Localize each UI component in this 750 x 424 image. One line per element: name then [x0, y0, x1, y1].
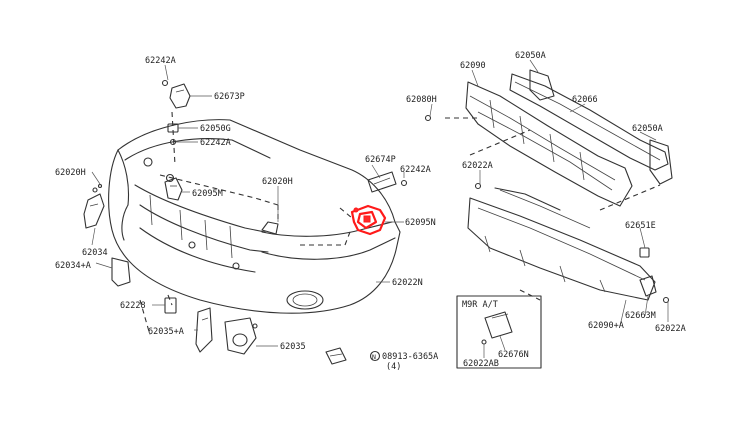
label-08913-qty: (4) [386, 362, 401, 372]
absorber-62090A [467, 187, 656, 301]
leader-lines [91, 59, 669, 358]
label-62050G: 62050G [200, 124, 231, 134]
label-62242A-right: 62242A [400, 165, 431, 175]
bracket-62095N-highlighted [350, 204, 387, 236]
label-62090: 62090 [460, 61, 486, 71]
clip-62663M [639, 275, 657, 297]
screw-62022A-lower [662, 296, 670, 304]
label-62022A-lower: 62022A [655, 324, 686, 334]
n-mark-text: N [372, 353, 376, 361]
label-62095M: 62095M [192, 189, 223, 199]
bracket-62035A [195, 307, 213, 353]
screw-62242A-mid [169, 138, 177, 146]
label-62676N: 62676N [498, 350, 529, 360]
front-bumper-fascia [108, 119, 401, 314]
label-62034: 62034 [82, 248, 108, 258]
label-62673P: 62673P [214, 92, 245, 102]
cover-62035 [224, 317, 258, 355]
label-62050A-right: 62050A [632, 124, 663, 134]
label-62090A: 62090+A [588, 321, 624, 331]
label-62651E: 62651E [625, 221, 656, 231]
label-m9r-at: M9R A/T [462, 300, 498, 310]
bracket-62095M [164, 177, 183, 201]
label-08913-6365A: 08913-6365A [382, 352, 438, 362]
cover-62034A [111, 257, 131, 287]
plate-62228 [164, 297, 177, 314]
label-62242A-mid: 62242A [200, 138, 231, 148]
label-62022A-upper: 62022A [462, 161, 493, 171]
label-62022AB: 62022AB [463, 359, 499, 369]
n-mark: N [369, 350, 381, 362]
label-62022N: 62022N [392, 278, 423, 288]
m9r-inset-box [456, 295, 542, 369]
label-62035A: 62035+A [148, 327, 184, 337]
label-62674P: 62674P [365, 155, 396, 165]
bracket-62673P [161, 79, 191, 109]
label-62020H-center: 62020H [262, 177, 293, 187]
label-62080H: 62080H [406, 95, 437, 105]
label-62020H-left: 62020H [55, 168, 86, 178]
label-62035: 62035 [280, 342, 306, 352]
label-62034A: 62034+A [55, 261, 91, 271]
label-62228: 62228 [120, 301, 146, 311]
clip-08913 [325, 347, 347, 365]
reinforcement-62090 [465, 81, 633, 207]
part-labels: 62242A 62673P 62050G 62242A 62020H 62095… [55, 51, 686, 372]
label-62242A-top: 62242A [145, 56, 176, 66]
bracket-62050A-right [649, 139, 673, 185]
bolt-62080H [424, 114, 432, 122]
screw-62022A-upper [474, 182, 482, 190]
bracket-62034 [83, 183, 105, 229]
label-62050A-top: 62050A [515, 51, 546, 61]
bracket-62674P [367, 171, 408, 193]
label-62095N: 62095N [405, 218, 436, 228]
beam-62066 [509, 73, 669, 171]
clip-62651E [639, 247, 650, 258]
label-62663M: 62663M [625, 311, 656, 321]
label-62066: 62066 [572, 95, 598, 105]
bracket-62050A-top [529, 69, 555, 101]
